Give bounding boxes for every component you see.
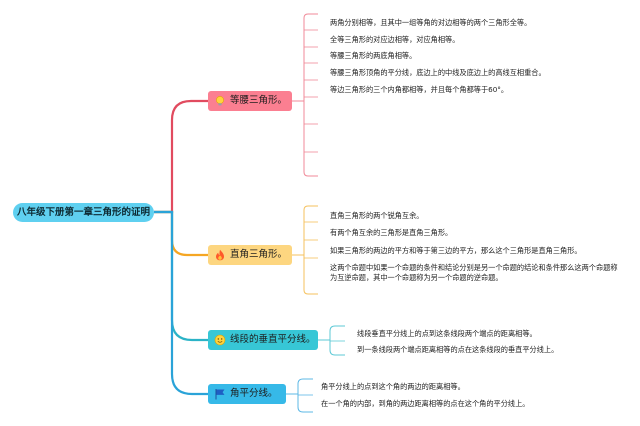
branch-2-connector	[292, 205, 318, 295]
leaf-item: 到一条线段两个端点距离相等的点在这条线段的垂直平分线上。	[357, 345, 559, 354]
branch-label: 角平分线。	[230, 388, 278, 399]
leaf-item: 这两个命题中如果一个命题的条件和结论分别是另一个命题的结论和条件那么这两个命题称…	[330, 263, 618, 282]
leaf-item: 如果三角形的两边的平方和等于第三边的平方，那么这个三角形是直角三角形。	[330, 246, 582, 255]
leaf-item: 等腰三角形顶角的平分线，底边上的中线及底边上的高线互相重合。	[330, 68, 546, 77]
leaf-item: 全等三角形的对应边相等，对应角相等。	[330, 35, 460, 44]
leaf-item: 角平分线上的点到这个角的两边的距离相等。	[321, 382, 465, 391]
leaf-item: 线段垂直平分线上的点到这条线段两个端点的距离相等。	[357, 329, 537, 338]
leaf-item: 有两个角互余的三角形是直角三角形。	[330, 228, 453, 237]
leaf-item: 直角三角形的两个锐角互余。	[330, 211, 424, 220]
smiley-icon	[214, 334, 226, 346]
flag-icon	[215, 389, 225, 400]
trunk-line-4	[154, 210, 208, 396]
leaf-item: 在一个角的内部，到角的两边距离相等的点在这个角的平分线上。	[321, 399, 530, 408]
trunk-line-2	[154, 210, 208, 257]
lightbulb-icon	[216, 96, 224, 106]
branch-isosceles-triangle[interactable]: 等腰三角形。	[208, 91, 292, 111]
leaf-item: 等腰三角形的两底角相等。	[330, 51, 417, 60]
branch-4-connector	[286, 378, 313, 413]
root-topic[interactable]: 八年级下册第一章三角形的证明	[13, 203, 154, 222]
branch-label: 等腰三角形。	[230, 95, 288, 106]
fire-icon	[216, 249, 224, 261]
branch-angle-bisector[interactable]: 角平分线。	[208, 384, 286, 404]
trunk-line-1	[154, 99, 208, 214]
leaf-item: 两角分别相等，且其中一组等角的对边相等的两个三角形全等。	[330, 18, 532, 27]
branch-1-connector	[292, 13, 318, 177]
branch-perpendicular-bisector[interactable]: 线段的垂直平分线。	[208, 330, 318, 350]
branch-label: 直角三角形。	[230, 249, 288, 260]
branch-3-connector	[318, 325, 345, 356]
trunk-line-3	[154, 210, 208, 342]
branch-label: 线段的垂直平分线。	[230, 334, 316, 345]
leaf-item: 等边三角形的三个内角都相等，并且每个角都等于60°。	[330, 85, 509, 94]
branch-right-triangle[interactable]: 直角三角形。	[208, 245, 292, 265]
